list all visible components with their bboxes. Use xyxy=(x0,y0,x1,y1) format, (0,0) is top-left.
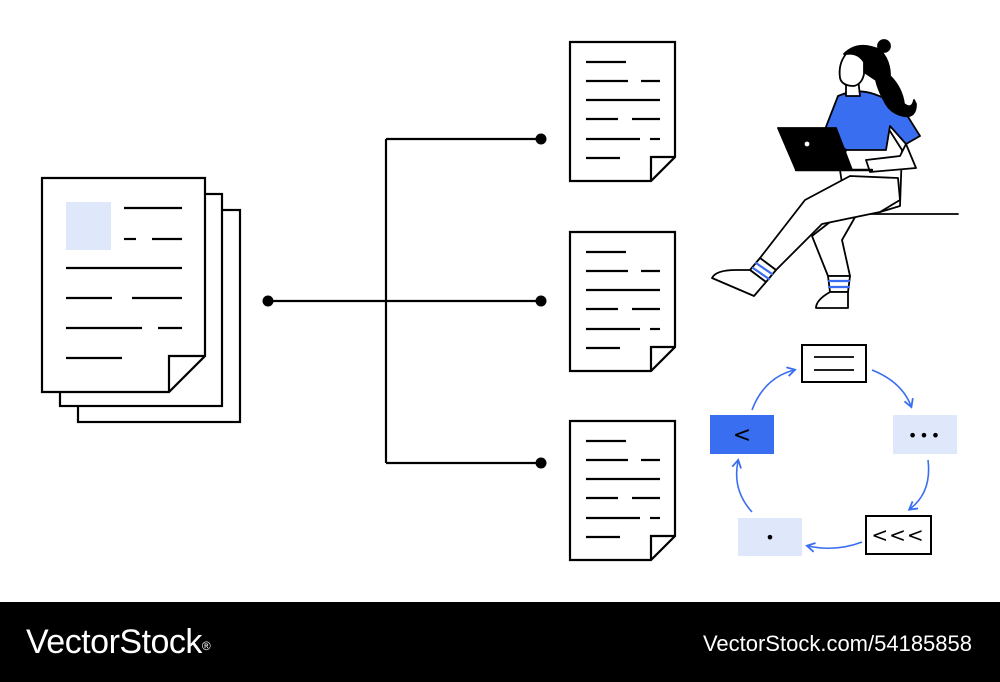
arm xyxy=(865,143,917,173)
registered-mark: ® xyxy=(201,639,211,653)
watermark-footer: VectorStock® VectorStock.com/54185858 xyxy=(0,602,1000,682)
arrow-top-to-right xyxy=(871,369,914,409)
workflow-bottom-left-symbol: • xyxy=(765,528,774,547)
arrow-bottom-right-to-bottom-left xyxy=(805,541,863,553)
stacked-document-icon xyxy=(40,176,242,424)
connector-dot-bottom xyxy=(535,457,547,469)
front-shoe xyxy=(711,269,767,297)
connector-dot-middle xyxy=(535,295,547,307)
circular-workflow: < ••• <<< • xyxy=(710,344,957,556)
workflow-box-bottom-right: <<< xyxy=(865,515,932,555)
woman-with-laptop xyxy=(711,39,959,309)
back-shoe xyxy=(815,291,849,309)
workflow-right-symbol: ••• xyxy=(908,426,942,445)
document-icon xyxy=(568,40,677,183)
workflow-arrows xyxy=(731,366,930,553)
workflow-box-document xyxy=(801,344,867,383)
vectorstock-logo: VectorStock® xyxy=(26,620,211,664)
workflow-box-right: ••• xyxy=(893,415,957,454)
brand-name: VectorStock xyxy=(26,623,202,661)
back-sock xyxy=(827,275,851,293)
arrow-bottom-left-to-left xyxy=(731,458,753,513)
face xyxy=(838,52,865,87)
illustration-canvas: < ••• <<< • xyxy=(40,39,959,562)
image-id: VectorStock.com/54185858 xyxy=(702,631,972,656)
workflow-box-left: < xyxy=(710,415,774,454)
branch-connector xyxy=(268,137,541,465)
workflow-bottom-right-symbol: <<< xyxy=(871,523,924,547)
arrow-left-to-top xyxy=(751,366,797,411)
connector-dot-top xyxy=(535,133,547,145)
connector-dot-source xyxy=(262,295,274,307)
document-icon xyxy=(568,230,677,373)
workflow-box-bottom-left: • xyxy=(738,518,802,556)
arrow-right-to-bottom-right xyxy=(907,459,930,511)
workflow-left-symbol: < xyxy=(733,423,751,448)
document-icon xyxy=(568,419,677,562)
